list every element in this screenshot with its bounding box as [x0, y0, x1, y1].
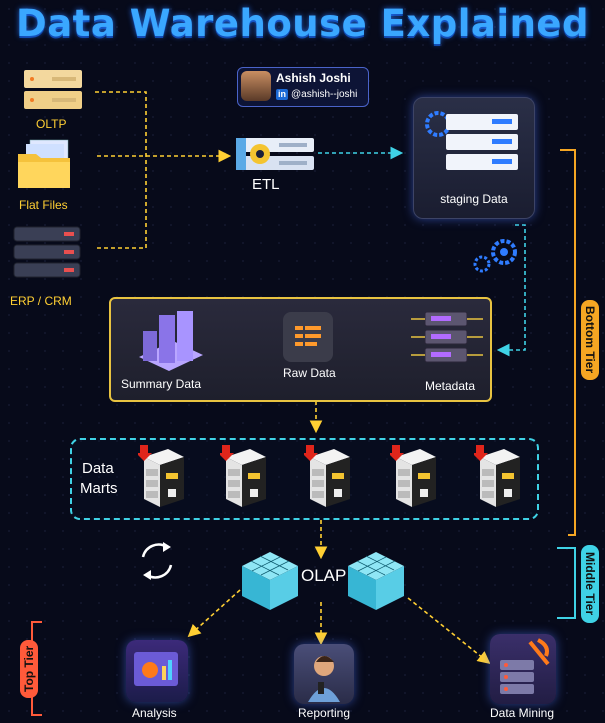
- staging-label: staging Data: [440, 192, 508, 206]
- etl-label: ETL: [252, 176, 280, 193]
- source-label-oltp: OLTP: [36, 117, 67, 131]
- data-mart-server-icon: [472, 445, 524, 514]
- data-marts-label-line2: Marts: [80, 480, 118, 497]
- data-marts-label-line1: Data: [82, 460, 114, 477]
- metadata-icon: [407, 304, 487, 379]
- metadata-label: Metadata: [425, 379, 476, 393]
- source-label-flat-files: Flat Files: [19, 198, 68, 212]
- summary-data-label: Summary Data: [121, 377, 202, 391]
- author-name: Ashish Joshi: [276, 71, 351, 85]
- erp-server-icon: [12, 225, 84, 284]
- data-mart-server-icon: [388, 445, 440, 514]
- oltp-server-icon: [22, 68, 84, 117]
- author-avatar: [241, 71, 271, 101]
- data-mart-server-icon: [218, 445, 270, 514]
- data-mining-label: Data Mining: [490, 706, 555, 720]
- data-mart-server-icon: [136, 445, 188, 514]
- etl-server-icon: [234, 136, 316, 179]
- linkedin-icon: in: [276, 89, 288, 100]
- reporting-icon: [294, 644, 354, 704]
- olap-cube-right-icon: [346, 550, 406, 617]
- data-mining-icon: [490, 634, 556, 704]
- warehouse-panel: Summary Data Raw Data Metadata: [109, 297, 492, 402]
- analysis-icon: [126, 640, 188, 702]
- top-tier-label: Top Tier: [20, 640, 38, 698]
- raw-data-icon: [283, 312, 333, 362]
- author-handle: @ashish--joshi: [291, 89, 358, 100]
- olap-label: OLAP: [301, 566, 347, 585]
- folder-icon: [16, 136, 74, 197]
- gears-icon: [468, 236, 524, 281]
- cycle-icon: [133, 537, 181, 590]
- analysis-label: Analysis: [132, 706, 177, 720]
- summary-data-icon: [129, 309, 209, 382]
- staging-data-box: staging Data: [413, 97, 535, 219]
- bottom-tier-label: Bottom Tier: [581, 300, 599, 380]
- source-label-erp-crm: ERP / CRM: [10, 294, 72, 308]
- raw-data-label: Raw Data: [283, 366, 336, 380]
- reporting-label: Reporting: [298, 706, 351, 720]
- middle-tier-label: Middle Tier: [581, 545, 599, 623]
- page-title: Data Warehouse Explained: [16, 2, 589, 45]
- author-badge: Ashish Joshi in @ashish--joshi: [237, 67, 369, 107]
- olap-cube-left-icon: [240, 550, 300, 617]
- data-mart-server-icon: [302, 445, 354, 514]
